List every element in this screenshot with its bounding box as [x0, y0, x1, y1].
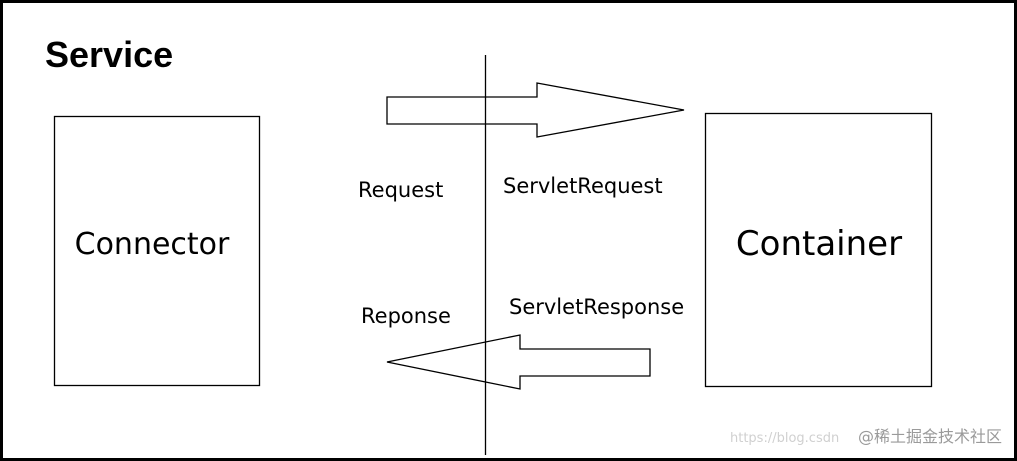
diagram-title: Service: [45, 34, 173, 75]
connector-label: Connector: [75, 227, 230, 262]
response-arrow: [386, 334, 651, 390]
response-label: Reponse: [361, 304, 451, 328]
container-box: [704, 112, 933, 388]
connector-node: Connector: [53, 115, 261, 387]
watermark-url: https://blog.csdn: [730, 431, 839, 446]
request-label: Request: [358, 178, 443, 202]
servlet-request-label: ServletRequest: [503, 174, 663, 198]
request-arrow: [386, 82, 685, 138]
servlet-response-label: ServletResponse: [509, 295, 684, 319]
connector-box: [53, 115, 261, 387]
container-node: Container: [704, 112, 933, 388]
watermark-brand: @稀土掘金技术社区: [858, 427, 1002, 446]
container-label: Container: [736, 224, 902, 264]
